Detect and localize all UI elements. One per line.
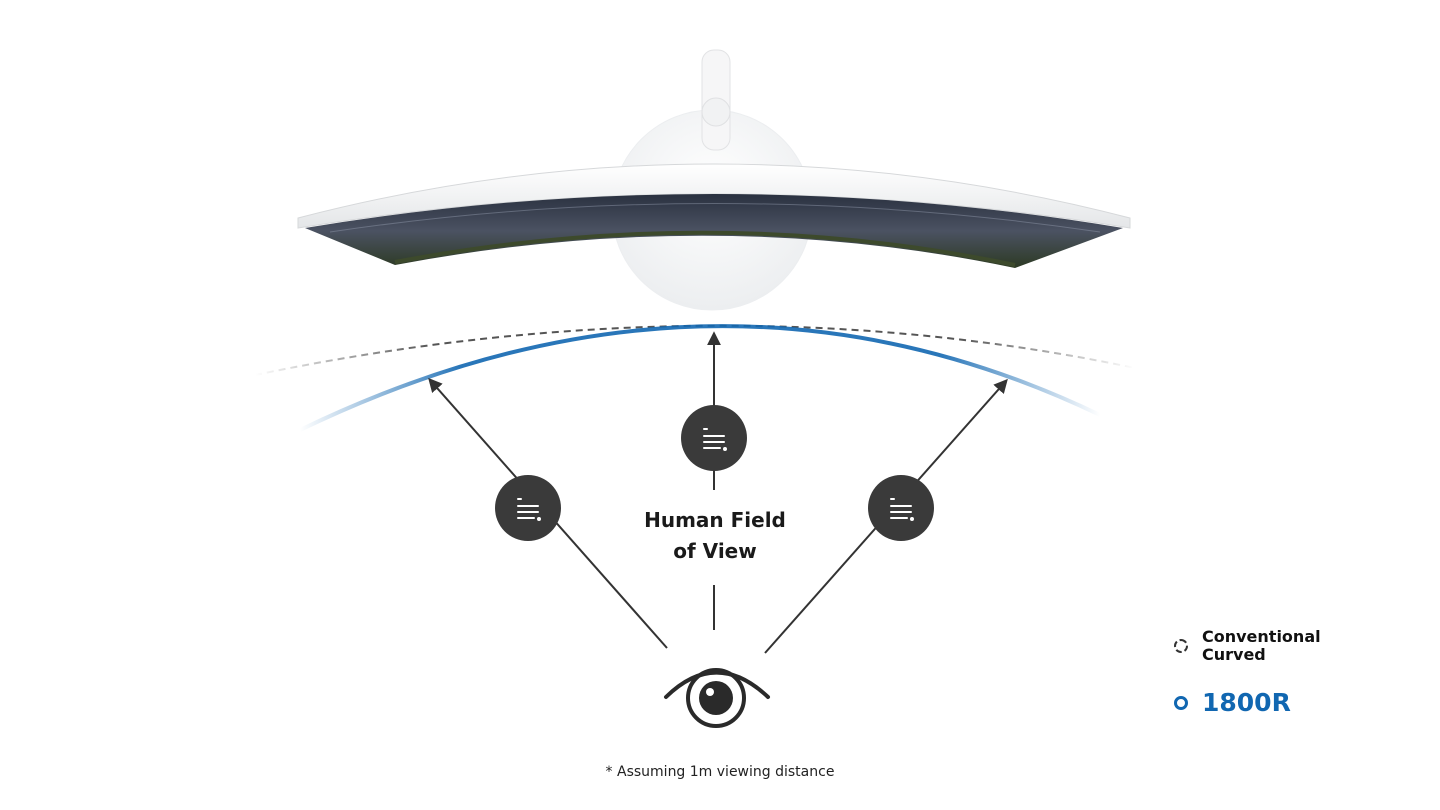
eye-icon	[664, 668, 770, 728]
solid-circle-icon	[1174, 695, 1188, 710]
legend-item-1800r: 1800R	[1174, 688, 1414, 717]
legend-1800r-label: 1800R	[1202, 688, 1291, 717]
focus-circle-left	[495, 475, 561, 541]
focus-lines-icon	[517, 498, 541, 521]
focus-lines-icon	[890, 498, 914, 521]
legend-item-conventional: Conventional Curved	[1174, 628, 1414, 664]
focus-lines-icon	[703, 428, 727, 451]
dashed-circle-icon	[1174, 639, 1188, 653]
curve-1800r-arc	[299, 324, 1101, 432]
curved-monitor-top-view	[297, 49, 1131, 311]
focus-circle-center	[681, 405, 747, 471]
legend-conventional-line1: Conventional	[1202, 627, 1321, 646]
fov-label-line1: Human Field	[644, 508, 786, 532]
human-field-of-view-label: Human Field of View	[600, 505, 830, 567]
conventional-curved-arc	[254, 324, 1136, 376]
legend: Conventional Curved 1800R	[1174, 628, 1414, 717]
footnote: * Assuming 1m viewing distance	[605, 764, 835, 780]
legend-conventional-line2: Curved	[1202, 645, 1266, 664]
monitor-body	[297, 163, 1131, 229]
focus-circle-right	[868, 475, 934, 541]
fov-label-line2: of View	[673, 539, 757, 563]
